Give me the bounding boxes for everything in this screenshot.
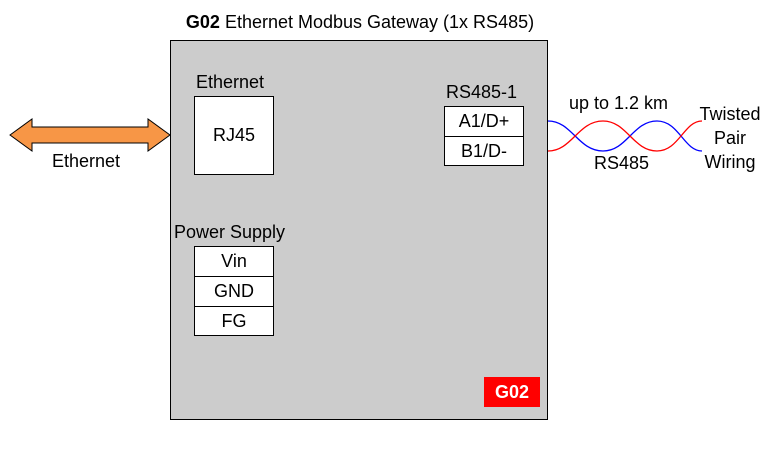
cable-distance-label: up to 1.2 km bbox=[569, 93, 669, 113]
power-pin-vin: Vin bbox=[194, 246, 274, 277]
model-badge: G02 bbox=[484, 377, 540, 407]
cable-type-label: RS485 bbox=[594, 153, 650, 173]
twisted-pair-blue-wire bbox=[547, 120, 703, 152]
title-text: Ethernet Modbus Gateway (1x RS485) bbox=[224, 12, 535, 32]
rj45-port: RJ45 bbox=[194, 96, 274, 175]
ethernet-port-header: Ethernet bbox=[196, 72, 265, 92]
rs485-pin-a1: A1/D+ bbox=[444, 106, 524, 137]
cable-description: Twisted Pair Wiring bbox=[690, 102, 770, 174]
ethernet-link-label: Ethernet bbox=[52, 151, 121, 171]
cable-description-line-3: Wiring bbox=[704, 152, 756, 172]
rs485-pin-b1: B1/D- bbox=[444, 136, 524, 166]
cable-description-line-2: Pair bbox=[713, 128, 746, 148]
title-model: G02 bbox=[185, 12, 220, 32]
rs485-port-header: RS485-1 bbox=[446, 82, 518, 102]
cable-description-line-1: Twisted bbox=[699, 104, 761, 124]
power-supply-header: Power Supply bbox=[174, 222, 286, 242]
twisted-pair-red-wire bbox=[547, 120, 703, 152]
power-pin-fg: FG bbox=[194, 306, 274, 336]
diagram-title: G02 Ethernet Modbus Gateway (1x RS485) bbox=[160, 12, 560, 33]
ethernet-double-arrow-icon bbox=[9, 118, 171, 152]
power-pin-gnd: GND bbox=[194, 276, 274, 307]
